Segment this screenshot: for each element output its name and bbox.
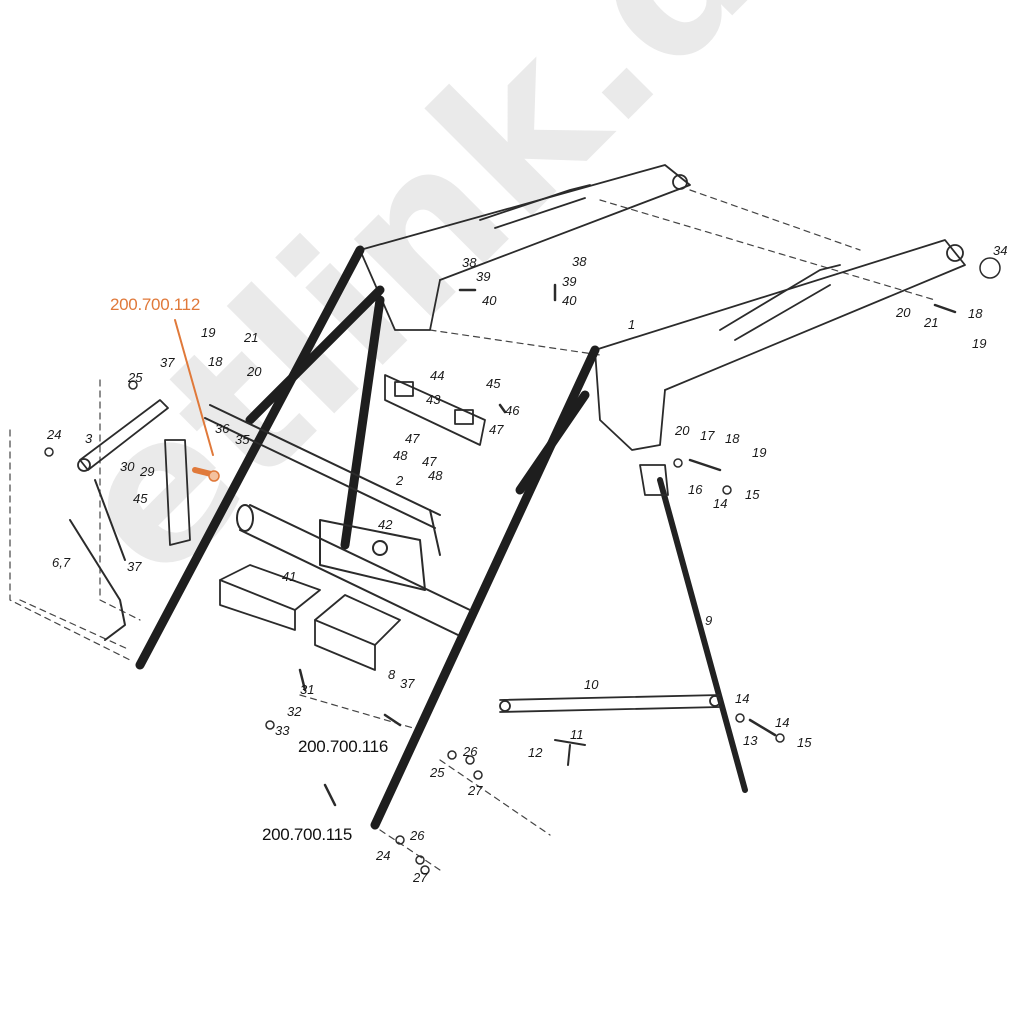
callout-11: 11 (570, 727, 584, 742)
lower-cross-tube (236, 504, 471, 636)
callout-12: 12 (528, 745, 543, 760)
callout-1: 1 (628, 317, 636, 332)
callout-2: 2 (396, 473, 404, 488)
callout-18: 18 (725, 431, 740, 446)
callout-8: 8 (388, 667, 396, 682)
callout-38: 38 (462, 255, 477, 270)
support-leg-9 (657, 477, 748, 793)
callout-31: 31 (300, 682, 315, 697)
callout-35: 35 (235, 432, 250, 447)
side-link-3 (77, 399, 169, 472)
callout-40: 40 (562, 293, 577, 308)
callout-21: 21 (924, 315, 939, 330)
part-number-200-700-115[interactable]: 200.700.115 (262, 825, 352, 844)
pin-11 (554, 739, 586, 766)
callout-33: 33 (275, 723, 290, 738)
bolts (298, 283, 957, 807)
highlight-leader-line (174, 319, 214, 456)
callout-41: 41 (282, 569, 297, 584)
callout-37: 37 (160, 355, 175, 370)
callout-14: 14 (775, 715, 790, 730)
callout-25: 25 (128, 370, 143, 385)
support-leg-bracket (639, 464, 669, 496)
callout-21: 21 (244, 330, 259, 345)
callout-38: 38 (572, 254, 587, 269)
part-number-200-700-112[interactable]: 200.700.112 (110, 295, 200, 314)
callout-30: 30 (120, 459, 135, 474)
weight-box-8 (314, 594, 401, 671)
callout-40: 40 (482, 293, 497, 308)
assembly-guide-lines (9, 189, 936, 871)
rear-boom-arm (359, 164, 691, 331)
plate-4-5 (164, 439, 191, 546)
brace-10 (499, 694, 721, 713)
callout-18: 18 (208, 354, 223, 369)
callout-42: 42 (378, 517, 393, 532)
callout-24: 24 (376, 848, 391, 863)
callout-46: 46 (505, 403, 520, 418)
callout-48: 48 (393, 448, 408, 463)
callout-10: 10 (584, 677, 599, 692)
callout-26: 26 (463, 744, 478, 759)
callout-3: 3 (85, 431, 93, 446)
callout-13: 13 (743, 733, 758, 748)
callout-14: 14 (735, 691, 750, 706)
callout-34: 34 (993, 243, 1008, 258)
nuts-washers (44, 257, 1001, 875)
callout-20: 20 (896, 305, 911, 320)
callout-9: 9 (705, 613, 713, 628)
callout-37: 37 (400, 676, 415, 691)
part-6-7 (69, 479, 126, 641)
callout-47: 47 (422, 454, 437, 469)
callout-26: 26 (410, 828, 425, 843)
callout-15: 15 (745, 487, 760, 502)
cross-bar (204, 404, 441, 556)
callout-44: 44 (430, 368, 445, 383)
callout-16: 16 (688, 482, 703, 497)
callout-37: 37 (127, 559, 142, 574)
mounting-plate-43 (384, 374, 486, 446)
callout-14: 14 (713, 496, 728, 511)
bracket-42 (319, 519, 426, 591)
callout-39: 39 (476, 269, 491, 284)
callout-19: 19 (972, 336, 987, 351)
callout-19: 19 (201, 325, 216, 340)
callout-27: 27 (468, 783, 483, 798)
callout-32: 32 (287, 704, 302, 719)
callout-19: 19 (752, 445, 767, 460)
callout-17: 17 (700, 428, 715, 443)
main-frame (135, 245, 600, 830)
callout-15: 15 (797, 735, 812, 750)
callout-25: 25 (430, 765, 445, 780)
weight-box-41 (219, 564, 321, 631)
front-boom-arm (594, 239, 966, 451)
callout-24: 24 (47, 427, 62, 442)
callout-47: 47 (405, 431, 420, 446)
callout-4-5: 45 (133, 491, 148, 506)
callout-48: 48 (428, 468, 443, 483)
callout-36: 36 (215, 421, 230, 436)
callout-45: 45 (486, 376, 501, 391)
callout-6-7: 6,7 (52, 555, 71, 570)
callout-43: 43 (426, 392, 441, 407)
callout-18: 18 (968, 306, 983, 321)
callout-47: 47 (489, 422, 504, 437)
callout-20: 20 (675, 423, 690, 438)
callout-20: 20 (247, 364, 262, 379)
callout-29: 29 (140, 464, 155, 479)
callout-39: 39 (562, 274, 577, 289)
part-number-200-700-116[interactable]: 200.700.116 (298, 737, 388, 756)
callout-27: 27 (413, 870, 428, 885)
